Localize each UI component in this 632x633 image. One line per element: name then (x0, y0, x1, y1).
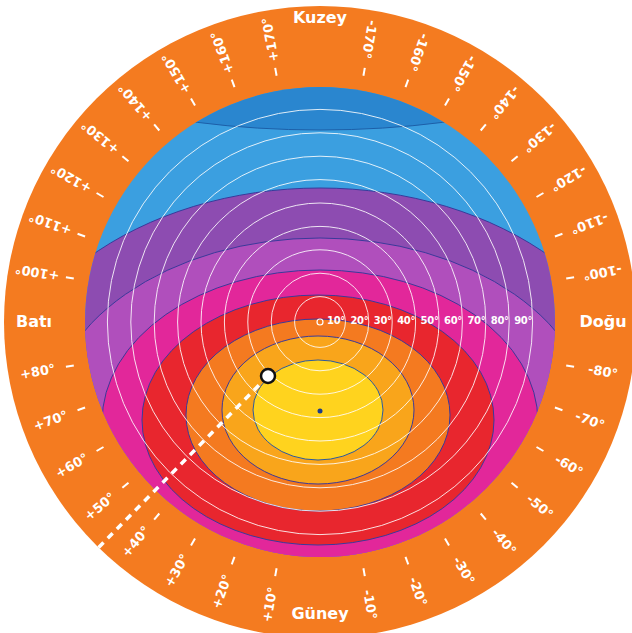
tick-mark (154, 124, 159, 130)
altitude-circle (107, 109, 532, 534)
direction-label: Doğu (579, 314, 626, 330)
direction-label: Güney (291, 606, 348, 622)
tick-mark (537, 193, 544, 197)
tick-mark (191, 99, 195, 106)
tick-mark (566, 277, 574, 278)
tick-mark (555, 234, 563, 237)
altitude-scale: 70° (467, 316, 485, 326)
altitude-circle (154, 156, 486, 488)
altitude-scale: 60° (444, 316, 462, 326)
tick-mark (78, 234, 86, 237)
tick-mark (406, 80, 409, 88)
tick-mark (512, 156, 518, 161)
altitude-scale: 40° (397, 316, 415, 326)
altitude-scale: 80° (491, 316, 509, 326)
altitude-circles (107, 109, 532, 534)
altitude-scale: 10° (327, 316, 345, 326)
altitude-scale: 90° (514, 316, 532, 326)
tick-mark (481, 124, 486, 130)
tick-mark (122, 156, 128, 161)
altitude-scale: 20° (350, 316, 368, 326)
direction-label: Kuzey (293, 10, 347, 26)
tick-mark (555, 408, 563, 411)
altitude-circle (248, 250, 392, 394)
tick-mark (275, 568, 276, 576)
tick-mark (232, 80, 235, 88)
direction-label: Batı (16, 314, 52, 330)
tick-mark (97, 447, 104, 451)
tick-mark (232, 557, 235, 565)
tick-mark (481, 514, 486, 520)
altitude-circle (131, 133, 509, 511)
altitude-circle (295, 297, 346, 348)
zenith-mark (317, 319, 323, 325)
dashed-line (98, 376, 268, 548)
tick-mark (406, 557, 409, 565)
tick-mark (122, 483, 128, 488)
tick-mark (445, 99, 449, 106)
subsolar-dot (318, 409, 323, 414)
altitude-circle (271, 273, 369, 371)
tick-mark (275, 68, 276, 76)
tick-mark (191, 539, 195, 546)
tick-mark (537, 447, 544, 451)
altitude-circle (178, 180, 463, 465)
tick-mark (566, 365, 574, 366)
position-marker (261, 369, 275, 383)
tick-mark (66, 365, 74, 366)
tick-mark (78, 408, 86, 411)
altitude-scale: 30° (374, 316, 392, 326)
altitude-scale: 50° (421, 316, 439, 326)
tick-mark (512, 483, 518, 488)
tick-mark (363, 68, 364, 76)
tick-mark (363, 568, 364, 576)
tick-mark (97, 193, 104, 197)
tick-mark (445, 539, 449, 546)
tick-mark (66, 277, 74, 278)
tick-mark (154, 514, 159, 520)
